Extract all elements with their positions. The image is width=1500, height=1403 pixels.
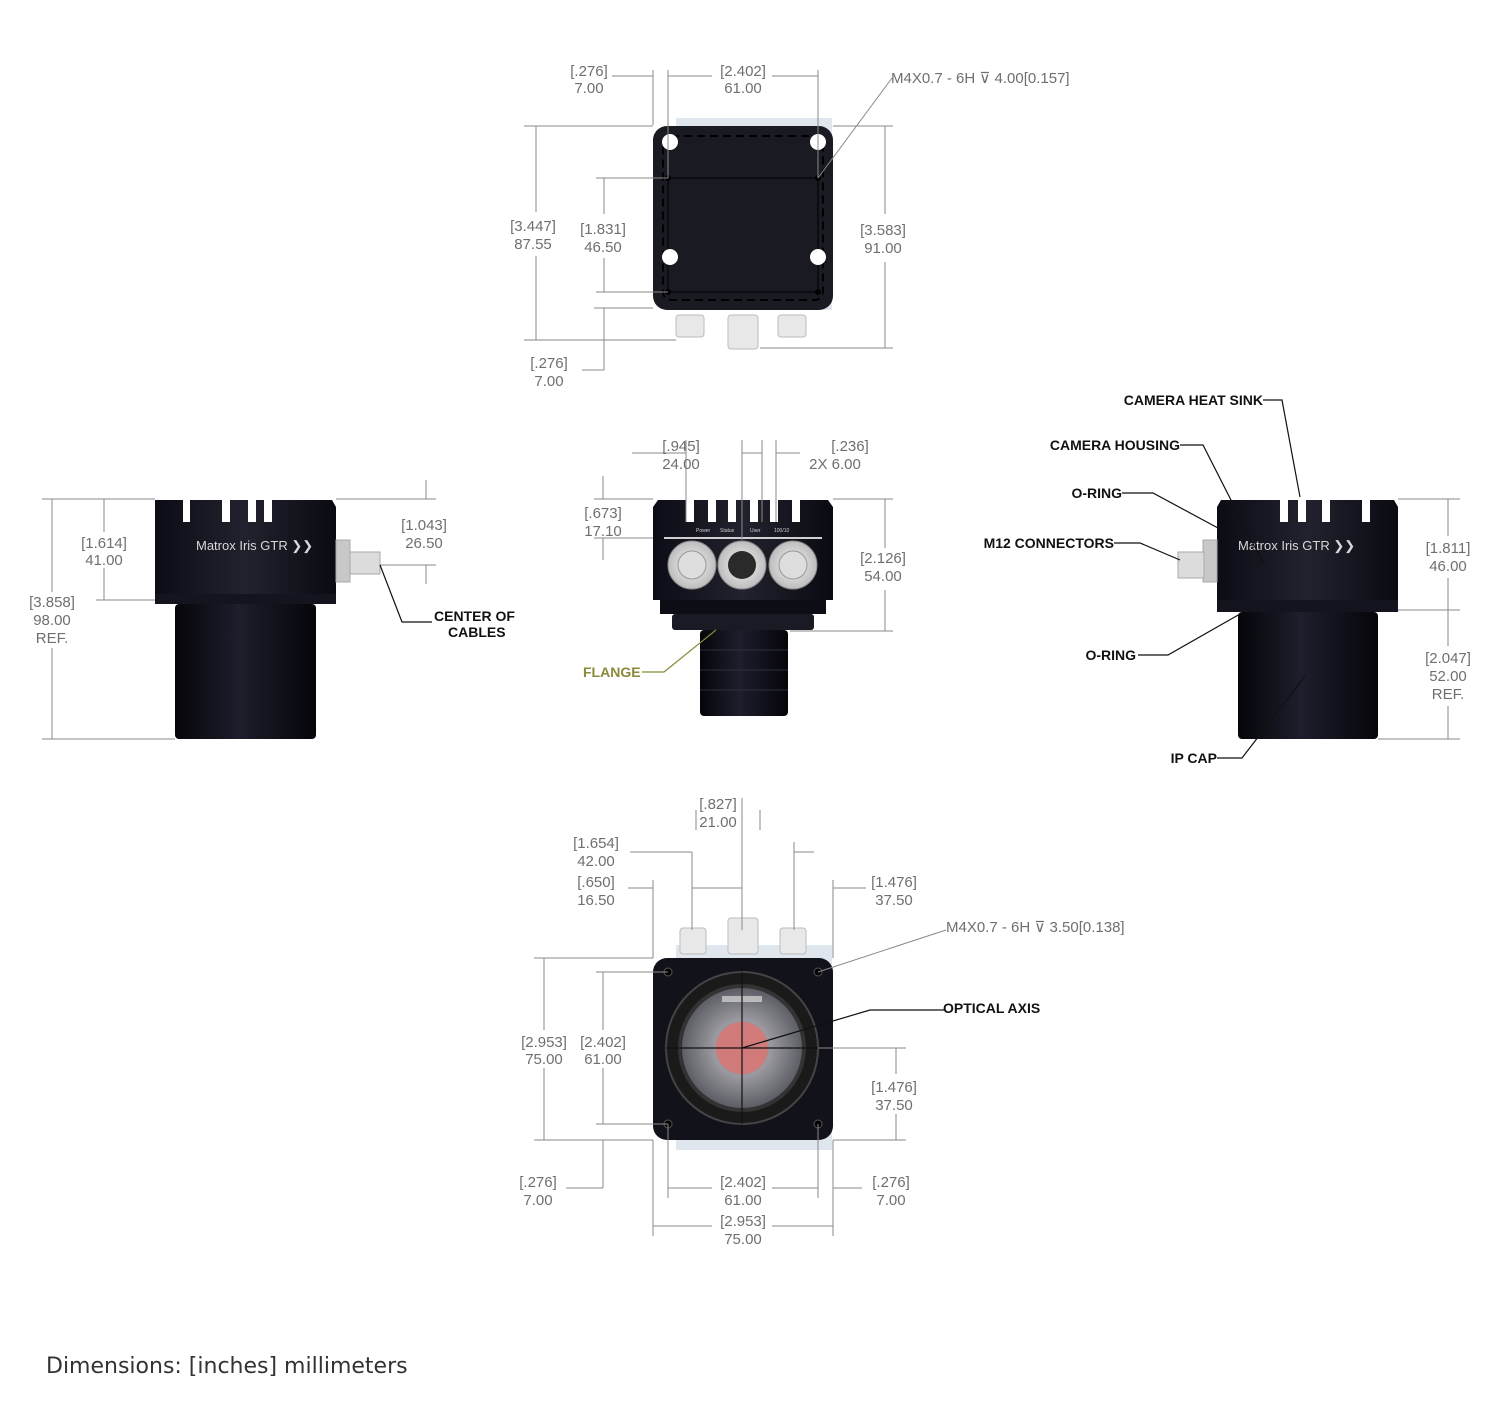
dimensions-caption: Dimensions: [inches] millimeters: [46, 1354, 408, 1379]
front-dim-2-in: [.236]: [831, 438, 869, 455]
left-dim-2-ref: REF.: [36, 630, 69, 647]
left-side-view: Matrox Iris GTR ❯❯ [1.614] 41.00 [3.858]…: [29, 480, 515, 740]
bottom-dim-3-in: [.650]: [577, 874, 615, 891]
right-brand-label: Matrox Iris GTR ❯❯: [1238, 538, 1355, 554]
top-dim-5-in: [3.583]: [860, 222, 906, 239]
right-ip-cap: [1238, 612, 1378, 739]
bottom-dim-3-mm: 16.50: [577, 892, 615, 909]
top-dim-5-mm: 91.00: [864, 240, 902, 257]
right-callout-o-ring-top: O-RING: [1071, 485, 1122, 501]
right-dim-2-mm: 52.00: [1429, 668, 1467, 685]
front-label-power: Power: [696, 528, 711, 534]
bottom-dim-4-mm: 37.50: [875, 892, 913, 909]
front-label-user: User: [750, 528, 761, 534]
top-view: [.276] 7.00 [2.402] 61.00 [3.447] 87.55 …: [510, 63, 1070, 390]
bottom-thread-note: M4X0.7 - 6H ⊽ 3.50[0.138]: [946, 919, 1125, 936]
bottom-callout-optical-axis: OPTICAL AXIS: [943, 1000, 1040, 1016]
front-dim-4-mm: 54.00: [864, 568, 902, 585]
right-heat-sink: [1217, 500, 1398, 600]
front-callout-flange: FLANGE: [583, 664, 641, 680]
bottom-dim-4-in: [1.476]: [871, 874, 917, 891]
bottom-dim-9-mm: 61.00: [724, 1192, 762, 1209]
top-dim-4-mm: 46.50: [584, 239, 622, 256]
top-dim-6-mm: 7.00: [534, 373, 563, 390]
bottom-dim-11-in: [2.953]: [720, 1213, 766, 1230]
right-side-view: Matrox Iris GTR ❯❯ CAMERA HEAT SINK CAME…: [984, 392, 1471, 766]
front-view: Power Status User 100/10 [.945] 24.00 [.…: [583, 438, 906, 716]
top-dim-1-in: [.276]: [570, 63, 608, 80]
left-dim-2-in: [3.858]: [29, 594, 75, 611]
bottom-dim-5-in: [2.953]: [521, 1034, 567, 1051]
right-dim-1-in: [1.811]: [1426, 540, 1471, 557]
left-dim-1-mm: 41.00: [85, 552, 123, 569]
front-dim-4-in: [2.126]: [860, 550, 906, 567]
front-flange: [672, 614, 814, 630]
bottom-dim-2-in: [1.654]: [573, 835, 619, 852]
front-dim-1-in: [.945]: [662, 438, 700, 455]
top-view-housing: [653, 126, 833, 310]
left-callout-center-of: CENTER OF: [434, 608, 515, 624]
bottom-dim-6-mm: 61.00: [584, 1051, 622, 1068]
bottom-dim-10-mm: 7.00: [876, 1192, 905, 1209]
top-dim-1-mm: 7.00: [574, 80, 603, 97]
top-dim-6-in: [.276]: [530, 355, 568, 372]
left-dim-3-mm: 26.50: [405, 535, 443, 552]
bottom-dim-11-mm: 75.00: [724, 1231, 762, 1248]
bottom-dim-7-mm: 37.50: [875, 1097, 913, 1114]
left-brand-label: Matrox Iris GTR ❯❯: [196, 538, 313, 554]
right-callout-heat-sink: CAMERA HEAT SINK: [1124, 392, 1263, 408]
bottom-dim-8-mm: 7.00: [523, 1192, 552, 1209]
right-callout-o-ring-bottom: O-RING: [1085, 647, 1136, 663]
left-dim-1-in: [1.614]: [81, 535, 127, 552]
bottom-dim-1-in: [.827]: [699, 796, 737, 813]
top-dim-3-in: [3.447]: [510, 218, 556, 235]
top-thread-note: M4X0.7 - 6H ⊽ 4.00[0.157]: [891, 70, 1070, 87]
bottom-dim-1-mm: 21.00: [699, 814, 737, 831]
bottom-dim-6-in: [2.402]: [580, 1034, 626, 1051]
left-heat-sink: [155, 500, 336, 594]
bottom-dim-10-in: [.276]: [872, 1174, 910, 1191]
front-dim-2-mm: 2X 6.00: [809, 456, 861, 473]
bottom-dim-7-in: [1.476]: [871, 1079, 917, 1096]
left-callout-cables: CABLES: [448, 624, 506, 640]
right-dim-2-in: [2.047]: [1425, 650, 1471, 667]
top-dim-2-mm: 61.00: [724, 80, 762, 97]
top-dim-4-in: [1.831]: [580, 221, 626, 238]
front-dim-3-in: [.673]: [584, 505, 622, 522]
bottom-dim-8-in: [.276]: [519, 1174, 557, 1191]
front-label-status: Status: [720, 528, 735, 534]
right-dim-1-mm: 46.00: [1429, 558, 1467, 575]
right-dim-2-ref: REF.: [1432, 686, 1465, 703]
front-label-100-10: 100/10: [774, 528, 790, 534]
top-dim-3-mm: 87.55: [514, 236, 552, 253]
bottom-dim-9-in: [2.402]: [720, 1174, 766, 1191]
right-callout-ip-cap: IP CAP: [1171, 750, 1217, 766]
top-dim-2-in: [2.402]: [720, 63, 766, 80]
bottom-dim-5-mm: 75.00: [525, 1051, 563, 1068]
bottom-view: [.827] 21.00 [1.654] 42.00 [.650] 16.50 …: [519, 796, 1124, 1248]
left-ip-cap: [175, 604, 316, 739]
right-callout-m12: M12 CONNECTORS: [984, 535, 1114, 551]
front-dim-3-mm: 17.10: [584, 523, 622, 540]
right-callout-housing: CAMERA HOUSING: [1050, 437, 1180, 453]
front-dim-1-mm: 24.00: [662, 456, 700, 473]
bottom-dim-2-mm: 42.00: [577, 853, 615, 870]
left-dim-3-in: [1.043]: [401, 517, 447, 534]
left-dim-2-mm: 98.00: [33, 612, 71, 629]
